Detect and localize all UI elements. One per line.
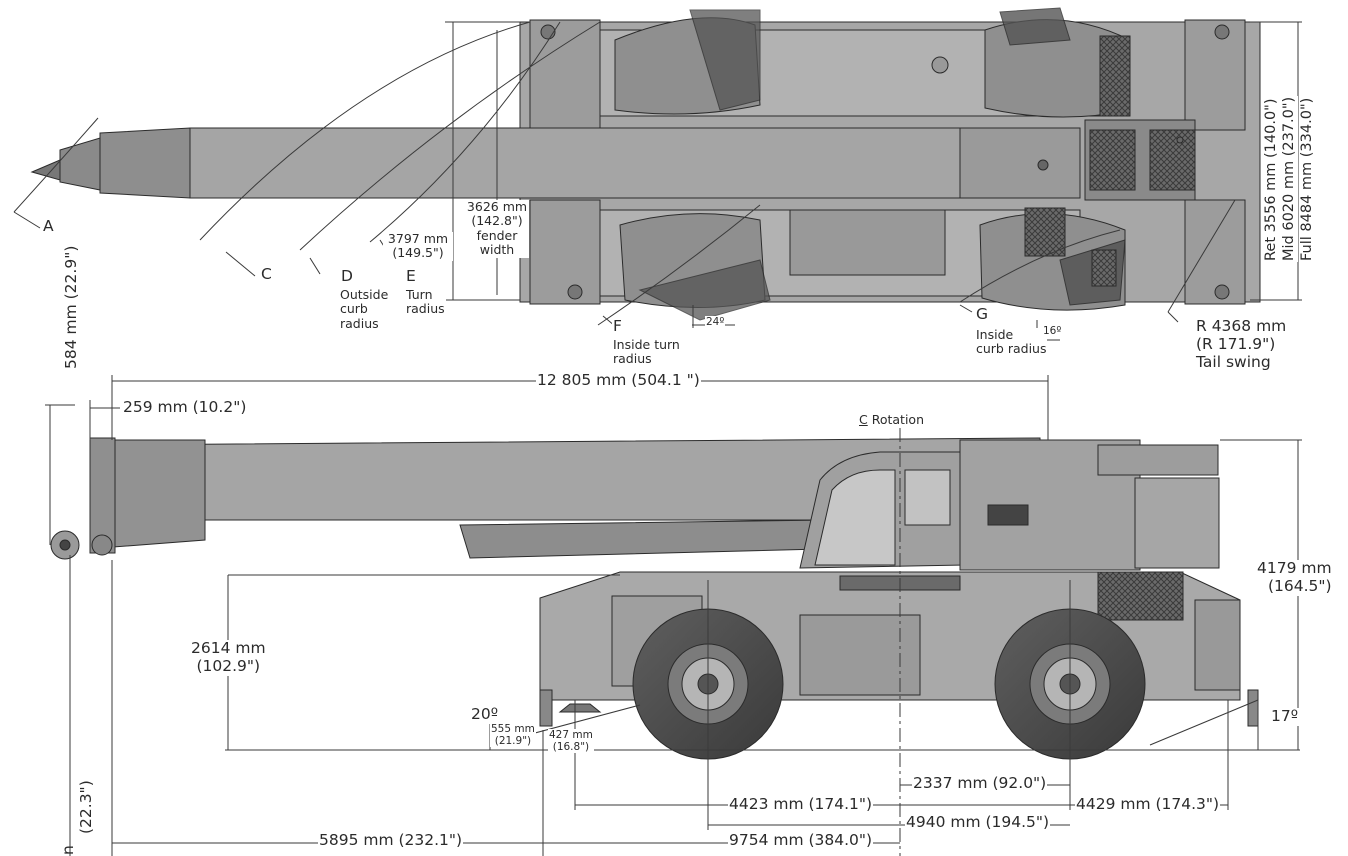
ground-clearance-front-mm: 555 mm [491,723,535,735]
hook-height-cut: n [59,845,77,855]
label-d: D [340,267,354,286]
boom-nose-height: 584 mm (22.9") [62,244,81,370]
label-e-desc: Turn radius [405,287,446,317]
overall-width-label: 3797 mm (149.5") [383,231,453,261]
outrigger-ret: Ret 3556 mm (140.0") [1263,97,1280,262]
arc-c [199,21,531,241]
boom-pivot-height-in: (102.9") [196,656,261,675]
fender-width-in: (142.8") [471,213,523,229]
ground-clearance-front: 555 mm (21.9") [490,723,536,748]
outrigger-rear-left [1184,19,1246,131]
label-e: E [405,267,417,286]
fender-width-word-1: fender [476,227,518,243]
overall-height: 4179 mm (164.5") [1256,559,1333,596]
fender-width-word-2: width [479,242,515,258]
overall-height-mm: 4179 mm [1257,559,1332,577]
label-g: G [975,305,990,324]
wheelbase: 4940 mm (194.5") [905,813,1051,832]
arc-d [299,21,601,251]
boom-head-offset: 259 mm (10.2") [122,398,248,417]
ground-clearance-axle-mm: 427 mm [549,729,593,741]
centerline-symbol: C [859,412,868,427]
carrier-length: 9754 mm (384.0") [728,831,874,850]
rotation-to-rear-axle: 2337 mm (92.0") [912,774,1048,793]
boom-pivot-height: 2614 mm (102.9") [190,639,267,676]
tire-front-right [619,213,771,321]
angle-rear: 16º [1042,325,1063,338]
outrigger-front-left [529,19,601,131]
label-d-line-3: radius [340,315,379,331]
rotation-text: Rotation [871,412,924,427]
outrigger-front-right [529,199,601,305]
label-d-line-2: curb [340,301,368,317]
overall-height-in: (164.5") [1267,576,1332,595]
outrigger-rear-right [1184,199,1246,305]
tire-front-left [614,9,761,115]
label-d-line-1: Outside [340,287,389,302]
label-f-desc: Inside turn radius [612,337,681,367]
overall-width-mm: 3797 mm [387,231,449,246]
label-e-line-2: radius [406,301,445,317]
arc-g [959,229,1121,303]
boom-pivot-height-mm: 2614 mm [191,639,266,657]
tail-swing-in: (R 171.9") [1196,334,1276,353]
boom-top [189,127,1071,199]
arc-a [13,117,99,213]
label-g-desc: Inside curb radius [975,327,1048,357]
label-e-line-1: Turn [406,287,433,302]
tire-rear-left [984,7,1131,118]
boom-overhang: 5895 mm (232.1") [318,831,464,850]
approach-angle: 20º [470,705,500,724]
ground-clearance-front-in: (21.9") [494,735,532,748]
label-a: A [42,217,55,236]
outrigger-mid: Mid 6020 mm (237.0") [1281,95,1298,262]
arc-f [597,204,761,326]
rear-overhang: 4429 mm (174.3") [1075,795,1221,814]
label-f-line-2: radius [613,351,652,367]
turning-radius-arcs [13,21,1236,342]
angle-front: 24º [705,316,726,329]
label-f-line-1: Inside turn [613,337,680,352]
fender-width-mm: 3626 mm [466,199,528,214]
label-c: C [260,265,273,284]
rotation-label: C Rotation [858,412,925,428]
label-f: F [612,317,623,336]
overall-length: 12 805 mm (504.1 ") [536,371,701,390]
hook-height-in: (22.3") [77,779,96,835]
departure-angle: 17º [1270,707,1300,726]
top-view [30,7,1261,321]
side-view [50,437,1259,760]
tail-swing-label: R 4368 mm (R 171.9") Tail swing [1195,317,1288,372]
front-overhang: 4423 mm (174.1") [728,795,874,814]
arc-tail [1167,199,1236,313]
label-g-line-2: curb radius [976,341,1047,357]
outrigger-full: Full 8484 mm (334.0") [1299,96,1316,262]
label-d-desc: Outside curb radius [339,287,390,332]
ground-clearance-axle-in: (16.8") [552,741,590,754]
label-g-line-1: Inside [976,327,1014,342]
lift-cylinder [459,519,862,559]
arc-e [369,21,561,243]
tail-swing-mm: R 4368 mm [1196,317,1287,335]
ground-clearance-axle: 427 mm (16.8") [548,729,594,754]
fender-width-label: 3626 mm (142.8") fender width [465,199,529,258]
overall-width-in: (149.5") [392,245,444,261]
tail-swing-word: Tail swing [1196,352,1271,371]
